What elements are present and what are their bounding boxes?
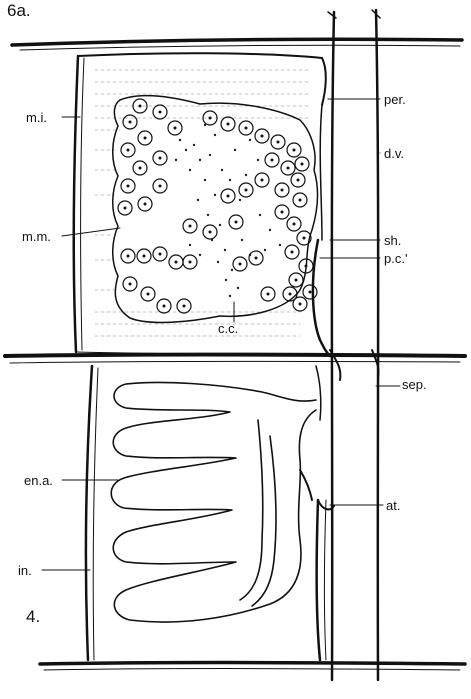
label-per: per. bbox=[384, 93, 406, 106]
dorsal-vessel bbox=[328, 10, 380, 680]
germ-cells bbox=[118, 99, 317, 313]
label-sep: sep. bbox=[402, 378, 427, 391]
label-cc: c.c. bbox=[218, 322, 238, 335]
bottom-septum bbox=[40, 663, 465, 671]
muscle-striations bbox=[95, 70, 310, 336]
endoderm-folds bbox=[111, 382, 316, 622]
label-sh: sh. bbox=[384, 234, 401, 247]
label-pc: p.c.' bbox=[384, 252, 407, 265]
figure-number-upper: 6a. bbox=[7, 2, 31, 19]
label-dv: d.v. bbox=[384, 147, 404, 160]
label-in: in. bbox=[18, 564, 32, 577]
label-at: at. bbox=[386, 499, 400, 512]
figure-number-lower: 4. bbox=[26, 608, 40, 625]
top-septum bbox=[12, 39, 462, 50]
label-mi: m.i. bbox=[26, 111, 47, 124]
middle-septum bbox=[5, 350, 465, 380]
label-mm: m.m. bbox=[22, 230, 51, 243]
central-core-stipple bbox=[175, 124, 281, 297]
label-ena: en.a. bbox=[24, 474, 53, 487]
